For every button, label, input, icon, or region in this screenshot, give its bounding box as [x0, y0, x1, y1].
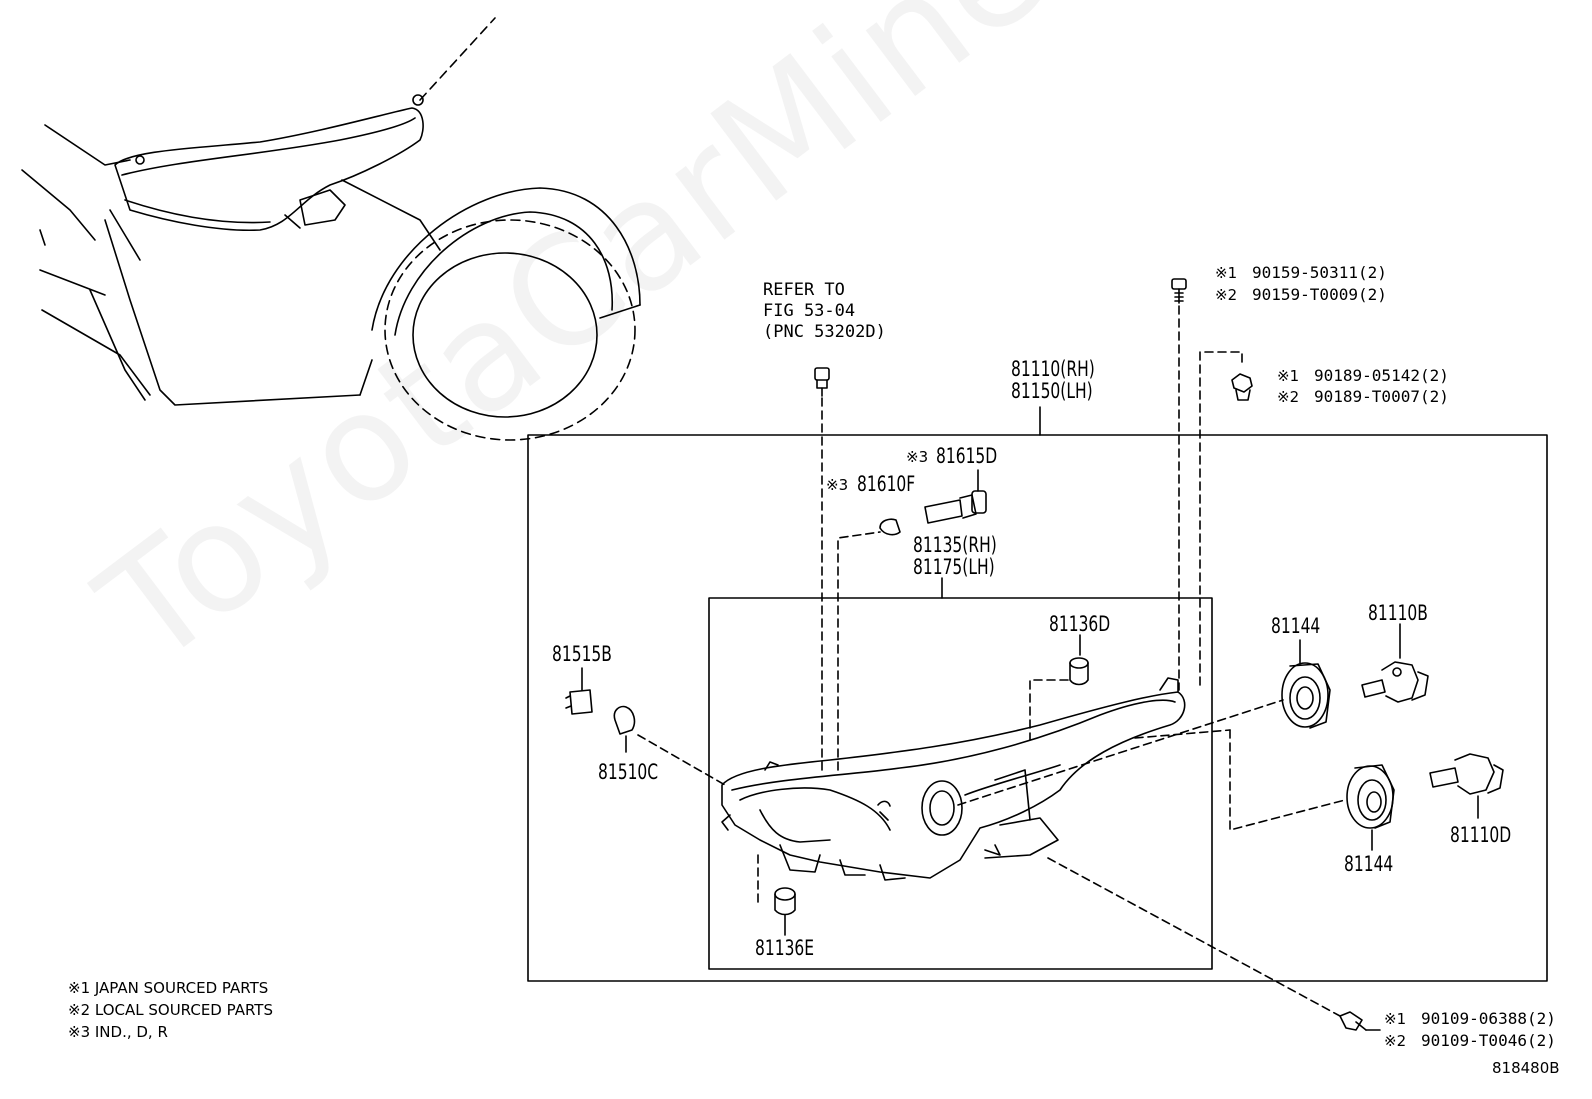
part-81610F-label: 81610F	[857, 472, 916, 496]
screw-top-mark-1: ※1	[1215, 264, 1238, 282]
figure-id: 818480B	[1492, 1059, 1560, 1077]
note-local-sourced: ※2 LOCAL SOURCED PARTS	[68, 1001, 273, 1019]
screw-top-part-1: 90159-50311(2)	[1252, 263, 1387, 282]
clip-right-part-1: 90189-05142(2)	[1314, 366, 1449, 385]
assembly-box	[527, 434, 1548, 982]
bulb-81610F	[879, 518, 901, 536]
clip-right-part-2: 90189-T0007(2)	[1314, 387, 1449, 406]
part-81144-bottom-label: 81144	[1344, 852, 1394, 876]
assembly-label-lh: 81150(LH)	[1011, 379, 1093, 403]
clip-right	[1231, 373, 1253, 401]
socket-81515B	[565, 667, 593, 715]
part-81136D-label: 81136D	[1049, 612, 1111, 636]
part-81610F-mark: ※3	[826, 476, 849, 494]
headlamp-body	[721, 677, 1186, 881]
ring-81144-bottom	[1346, 764, 1395, 851]
refer-line-2: FIG 53-04	[763, 301, 856, 321]
bolt-bottom-part-2: 90109-T0046(2)	[1421, 1031, 1556, 1050]
screw-top	[1171, 278, 1187, 304]
bolt-bottom-mark-2: ※2	[1384, 1032, 1407, 1050]
clip-right-mark-1: ※1	[1277, 367, 1300, 385]
unit-label-rh: 81135(RH)	[913, 533, 997, 557]
part-81615D-mark: ※3	[906, 448, 929, 466]
note-japan-sourced: ※1 JAPAN SOURCED PARTS	[68, 979, 269, 997]
bulb-81510C	[613, 705, 636, 753]
part-81110B-label: 81110B	[1368, 601, 1428, 625]
grommet-81136E	[774, 887, 796, 936]
bulb-81615D	[924, 469, 987, 524]
bolt-bottom-part-1: 90109-06388(2)	[1421, 1009, 1556, 1028]
note-ind-d-r: ※3 IND., D, R	[68, 1023, 168, 1041]
bolt-bottom-mark-1: ※1	[1384, 1010, 1407, 1028]
screw-top-mark-2: ※2	[1215, 286, 1238, 304]
part-81136E-label: 81136E	[755, 936, 815, 960]
clip-right-mark-2: ※2	[1277, 388, 1300, 406]
bulb-81110B	[1361, 623, 1429, 703]
part-81515B-label: 81515B	[552, 642, 612, 666]
grommet-81136D	[1069, 634, 1089, 686]
part-81615D-label: 81615D	[936, 444, 998, 468]
screw-top-part-2: 90159-T0009(2)	[1252, 285, 1387, 304]
part-81110D-label: 81110D	[1450, 823, 1512, 847]
unit-label-lh: 81175(LH)	[913, 555, 995, 579]
bolt-bottom	[1339, 1011, 1367, 1031]
refer-line-3: (PNC 53202D)	[763, 322, 886, 342]
car-front-outline	[21, 17, 641, 441]
unit-box	[708, 597, 1213, 970]
ring-81144-top	[1281, 639, 1331, 729]
part-81510C-label: 81510C	[598, 760, 659, 784]
refer-line-1: REFER TO	[763, 280, 845, 300]
refer-bolt	[814, 367, 830, 397]
bulb-81110D	[1429, 753, 1504, 819]
part-81144-top-label: 81144	[1271, 614, 1321, 638]
assembly-label-rh: 81110(RH)	[1011, 357, 1095, 381]
